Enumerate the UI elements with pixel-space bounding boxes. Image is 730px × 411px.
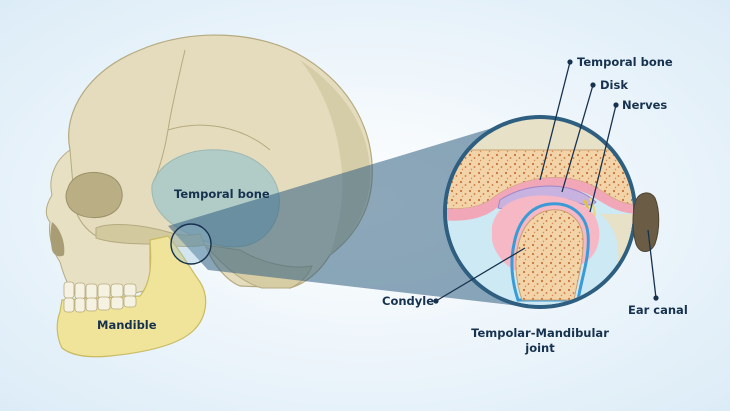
label-nerves: Nerves — [622, 98, 667, 112]
joint-detail — [443, 115, 637, 309]
zoom-beam — [168, 122, 520, 306]
suture-line — [167, 124, 271, 151]
condyle-outline — [510, 202, 590, 302]
cartilage-upper — [447, 177, 633, 221]
leader-dot — [613, 102, 619, 108]
eye-socket — [65, 172, 123, 218]
condyle-head — [515, 209, 584, 301]
leader-condyle — [435, 247, 526, 302]
leader-disk — [561, 84, 594, 193]
label-disk: Disk — [600, 78, 628, 92]
leader-lines — [433, 59, 659, 304]
leader-dot — [653, 295, 659, 301]
leader-dot — [567, 59, 573, 65]
leader-ear-canal — [647, 229, 657, 299]
label-condyle: Condyle — [382, 294, 434, 308]
label-joint-line2: joint — [524, 341, 555, 355]
leader-nerves — [589, 104, 617, 213]
label-ear-canal: Ear canal — [628, 303, 688, 317]
label-temporal-bone-skull: Temporal bone — [174, 187, 270, 201]
lower-teeth — [63, 295, 137, 313]
label-joint-line1: Tempolar-Mandibular — [471, 326, 609, 340]
leader-dot — [590, 82, 596, 88]
joint-highlight-circle — [170, 223, 212, 265]
leader-temporal-bone — [539, 61, 571, 181]
label-mandible: Mandible — [97, 318, 157, 332]
nasal-cavity — [50, 222, 65, 257]
ear-canal-shape — [632, 192, 660, 252]
upper-teeth — [63, 281, 137, 300]
leader-dot — [433, 298, 439, 304]
label-temporal-bone-detail: Temporal bone — [577, 55, 673, 69]
